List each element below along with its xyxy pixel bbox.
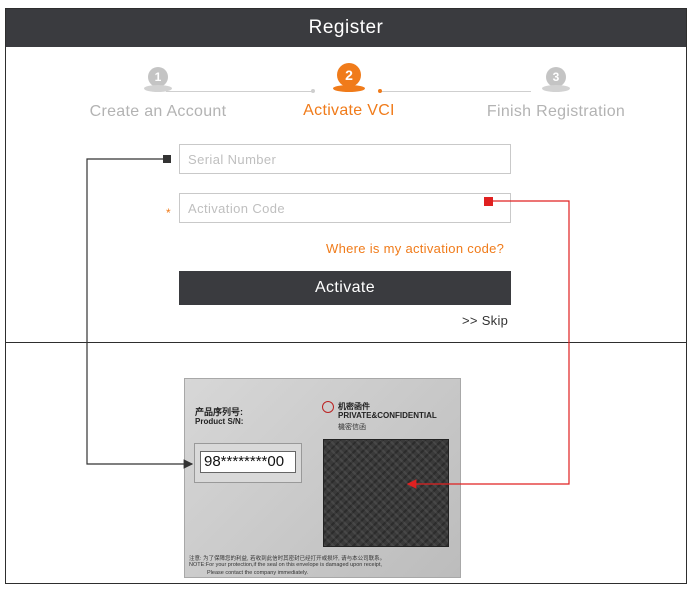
step-connector-right xyxy=(378,89,531,93)
step-label: Finish Registration xyxy=(486,103,626,120)
step-activate-vci: 2 Activate VCI xyxy=(286,63,412,120)
serial-number-value: 98********00 xyxy=(200,451,296,473)
serial-label-cn: 产品序列号: xyxy=(195,407,243,417)
page-title: Register xyxy=(308,17,384,38)
step-finish-registration: 3 Finish Registration xyxy=(476,67,636,121)
step-label: Activate VCI xyxy=(303,102,395,119)
skip-link[interactable]: >> Skip xyxy=(462,313,509,328)
envelope-note-en: NOTE:For your protection,if the seal on … xyxy=(189,562,382,568)
confidential-label-cn-traditional: 機密信函 xyxy=(338,424,366,431)
location-pin-icon: 3 xyxy=(546,67,566,87)
step-label: Create an Account xyxy=(89,103,227,120)
seal-icon xyxy=(322,401,334,413)
page-header: Register xyxy=(6,9,686,47)
required-mark: * xyxy=(166,206,171,220)
serial-number-box: 98********00 xyxy=(194,443,302,483)
location-pin-icon: 1 xyxy=(148,67,168,87)
activate-button[interactable]: Activate xyxy=(179,271,511,305)
confidential-label-cn: 机密函件 xyxy=(338,402,370,411)
activation-code-scratch-area xyxy=(323,439,449,547)
password-envelope-image: 产品序列号: Product S/N: 98********00 机密函件 PR… xyxy=(184,378,461,578)
serial-number-input[interactable] xyxy=(179,144,511,174)
section-divider xyxy=(6,342,686,343)
location-pin-icon: 2 xyxy=(337,63,361,87)
confidential-label-en: PRIVATE&CONFIDENTIAL xyxy=(338,411,437,420)
activation-code-input[interactable] xyxy=(179,193,511,223)
step-connector-left xyxy=(166,89,315,93)
envelope-note-en-2: Please contact the company immediately. xyxy=(207,570,309,576)
serial-label-en: Product S/N: xyxy=(195,417,244,426)
envelope-note-cn: 注意: 为了保障您的利益, 若收到此信时其密封已经打开或损坏, 请与本公司联系。 xyxy=(189,556,386,562)
step-create-account: 1 Create an Account xyxy=(83,67,233,121)
activation-code-help-link[interactable]: Where is my activation code? xyxy=(326,241,505,256)
